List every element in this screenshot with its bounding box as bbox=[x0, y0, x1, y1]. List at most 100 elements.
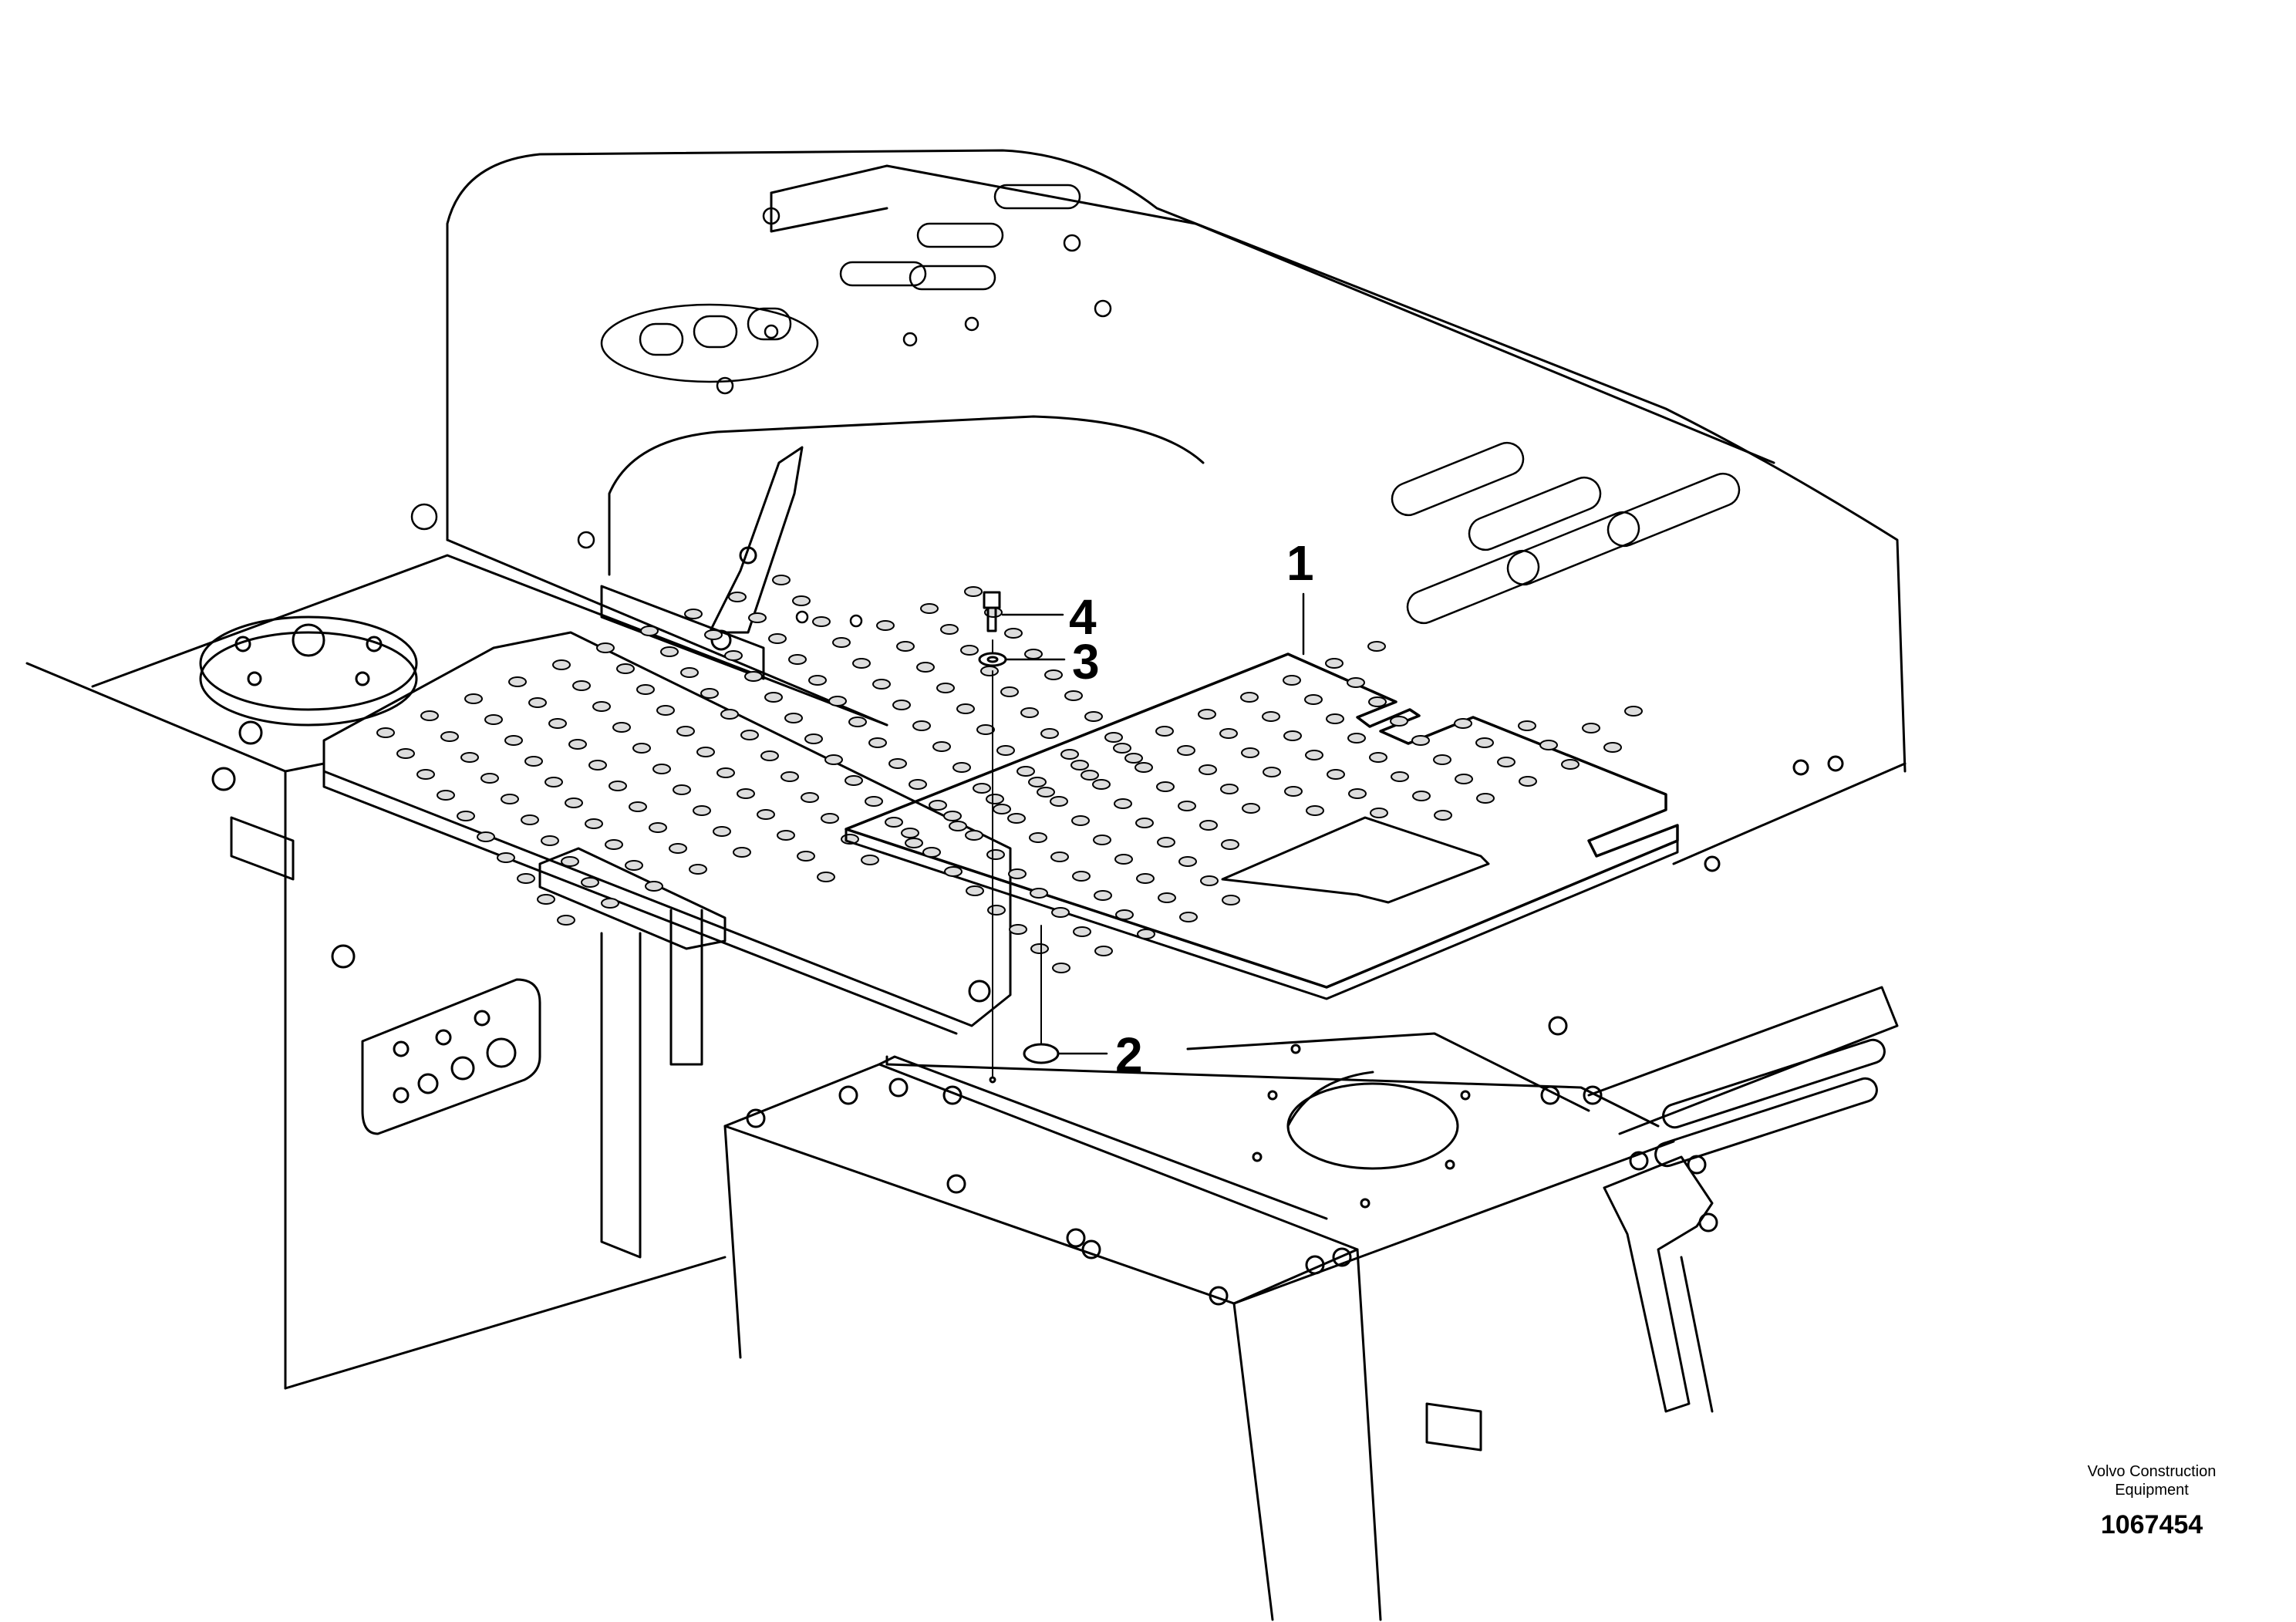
perforation-hole bbox=[1327, 769, 1345, 780]
perforation-hole bbox=[376, 727, 395, 738]
perforation-hole bbox=[649, 822, 667, 833]
perforation-hole bbox=[684, 609, 703, 619]
perforation-hole bbox=[740, 730, 759, 740]
hood-latch bbox=[600, 446, 804, 680]
perforation-hole bbox=[1391, 771, 1409, 782]
perforation-hole bbox=[1094, 946, 1113, 956]
perforation-hole bbox=[544, 777, 563, 787]
svg-text:4: 4 bbox=[1069, 589, 1097, 645]
perforation-hole bbox=[852, 658, 871, 669]
perforation-hole bbox=[1177, 745, 1195, 756]
perforation-hole bbox=[1369, 752, 1387, 763]
perforation-hole bbox=[552, 659, 571, 670]
perforation-hole bbox=[689, 864, 707, 875]
perforation-hole bbox=[757, 809, 775, 820]
perforation-hole bbox=[1040, 728, 1059, 739]
left-step-plate bbox=[322, 575, 1143, 1035]
perforation-hole bbox=[949, 821, 967, 831]
perforation-hole bbox=[792, 595, 811, 606]
perforation-hole bbox=[872, 679, 891, 690]
hood-bolts bbox=[410, 207, 1112, 628]
perforation-hole bbox=[625, 860, 643, 871]
perforation-hole bbox=[888, 758, 907, 769]
perforation-hole bbox=[1052, 963, 1070, 973]
perforation-hole bbox=[865, 796, 883, 807]
perforation-hole bbox=[680, 667, 699, 678]
svg-text:1: 1 bbox=[1286, 535, 1314, 591]
perforation-hole bbox=[1158, 892, 1176, 903]
mounting-plate bbox=[361, 978, 541, 1135]
perforation-hole bbox=[396, 748, 415, 759]
perforation-hole bbox=[1081, 770, 1099, 781]
perforation-hole bbox=[565, 798, 583, 808]
perforation-hole bbox=[609, 781, 627, 791]
perforation-hole bbox=[964, 586, 983, 597]
perforation-hole bbox=[980, 666, 999, 676]
perforation-hole bbox=[592, 701, 611, 712]
perforation-hole bbox=[1071, 815, 1090, 826]
perforation-hole bbox=[1030, 888, 1048, 899]
perforation-hole bbox=[420, 710, 439, 721]
perforation-hole bbox=[960, 645, 979, 656]
perforation-hole bbox=[1124, 753, 1143, 764]
perforation-hole bbox=[501, 794, 519, 804]
perforation-hole bbox=[940, 624, 959, 635]
perforation-hole bbox=[1135, 818, 1154, 828]
perforation-hole bbox=[457, 811, 475, 821]
perforation-hole bbox=[748, 612, 767, 623]
perforation-hole bbox=[1518, 720, 1536, 731]
perforation-hole bbox=[605, 839, 623, 850]
perforation-hole bbox=[601, 898, 619, 909]
pad-item-2 bbox=[1023, 1043, 1060, 1064]
perforation-hole bbox=[1199, 820, 1218, 831]
perforation-hole bbox=[713, 826, 731, 837]
perforation-hole bbox=[728, 592, 747, 602]
perforation-hole bbox=[1221, 839, 1239, 850]
perforation-hole bbox=[1178, 856, 1197, 867]
perforation-hole bbox=[640, 626, 659, 636]
perforation-hole bbox=[1179, 912, 1198, 922]
perforation-hole bbox=[966, 885, 984, 896]
perforation-hole bbox=[1455, 774, 1473, 784]
perforation-hole bbox=[1305, 750, 1323, 760]
perforation-hole bbox=[645, 881, 663, 892]
perforation-hole bbox=[1135, 762, 1153, 773]
perforation-hole bbox=[1497, 757, 1515, 767]
perforation-hole bbox=[636, 684, 655, 695]
perforation-hole bbox=[1368, 696, 1387, 707]
perforation-hole bbox=[537, 894, 555, 905]
perforation-hole bbox=[548, 718, 567, 729]
perforation-hole bbox=[1475, 737, 1494, 748]
perforation-hole bbox=[784, 713, 803, 723]
perforation-hole bbox=[905, 838, 923, 848]
perforation-hole bbox=[724, 650, 743, 661]
perforation-hole bbox=[1020, 707, 1039, 718]
fuel-cap bbox=[199, 615, 418, 711]
perforation-hole bbox=[588, 760, 607, 771]
perforation-hole bbox=[484, 714, 503, 725]
perforation-hole bbox=[1064, 690, 1083, 701]
perforation-hole bbox=[528, 697, 547, 708]
perforation-hole bbox=[1199, 764, 1217, 775]
hood-side-vents bbox=[1391, 441, 1741, 625]
perforation-hole bbox=[912, 720, 931, 731]
perforation-hole bbox=[585, 818, 603, 829]
perforation-hole bbox=[944, 866, 963, 877]
perforation-hole bbox=[876, 620, 895, 631]
perforation-hole bbox=[1624, 706, 1643, 717]
perforation-hole bbox=[1367, 641, 1386, 652]
perforation-hole bbox=[1390, 716, 1408, 727]
perforation-hole bbox=[909, 779, 927, 790]
perforation-hole bbox=[817, 872, 835, 882]
perforation-hole bbox=[936, 683, 955, 693]
perforation-hole bbox=[901, 828, 919, 838]
perforation-hole bbox=[976, 724, 995, 735]
engine-hood bbox=[410, 149, 1907, 773]
document-number: 1067454 bbox=[2100, 1510, 2203, 1539]
perforation-hole bbox=[616, 663, 635, 674]
floor-plate-item-1 bbox=[845, 641, 1679, 1000]
perforation-hole bbox=[656, 705, 675, 716]
perforation-hole bbox=[1198, 709, 1216, 720]
perforation-hole bbox=[568, 739, 587, 750]
